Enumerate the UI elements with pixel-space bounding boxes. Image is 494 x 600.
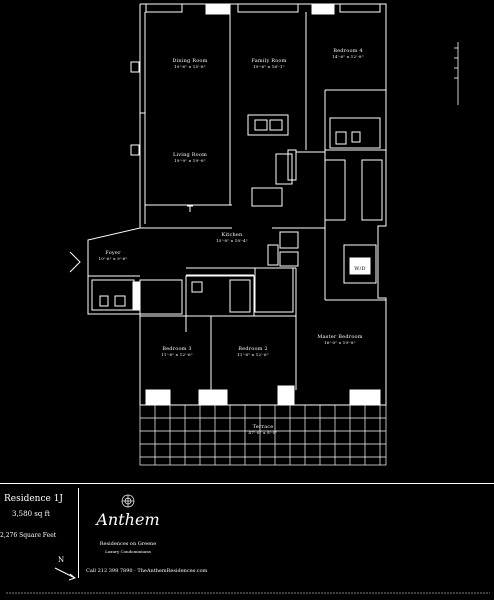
room-dims: 10'-6" x 9'-6" <box>98 256 128 262</box>
room-label-foyer: Foyer 10'-6" x 9'-6" <box>90 250 136 261</box>
window <box>145 3 183 13</box>
room-label-kitchen: Kitchen 15'-8" x 10'-4" <box>200 232 264 243</box>
terrace-size: 2,276 Square Feet <box>0 532 57 539</box>
closet <box>279 251 299 267</box>
tub <box>329 117 381 149</box>
column <box>349 389 381 405</box>
window <box>205 3 231 15</box>
brand-subtitle-2: Luxury Condominiums <box>105 549 151 554</box>
room-dims: 19'-6" x 16'-1" <box>253 64 285 70</box>
room-dims: 16'-0" x 19'-8" <box>324 340 356 346</box>
room-label-master: Master Bedroom 16'-0" x 19'-8" <box>300 334 380 345</box>
bath <box>185 275 255 317</box>
room-name: Terrace <box>252 424 274 430</box>
north-arrow-icon <box>54 567 77 581</box>
room-name: Kitchen <box>221 232 243 238</box>
window <box>339 3 381 13</box>
powder-room <box>91 279 135 311</box>
closet <box>139 279 183 315</box>
room-label-terrace: Terrace 47'-0" x 8'-0" <box>236 424 290 435</box>
wd-unit <box>349 257 371 275</box>
room-label-dining: Dining Room 19'-6" x 15'-8" <box>150 58 230 69</box>
toilet <box>351 131 361 143</box>
range <box>251 187 283 207</box>
north-label: N <box>58 556 65 564</box>
info-divider <box>0 483 494 484</box>
closet <box>279 231 299 249</box>
room-dims: 14'-6" x 12'-8" <box>332 54 364 60</box>
sink <box>114 295 126 307</box>
room-name: Foyer <box>105 250 121 256</box>
room-dims: 19'-6" x 15'-8" <box>174 64 206 70</box>
room-label-bedroom-4: Bedroom 4 14'-6" x 12'-8" <box>312 48 384 59</box>
column <box>277 385 295 405</box>
column <box>130 61 140 73</box>
column <box>145 389 171 405</box>
sink <box>269 119 283 131</box>
room-name: Master Bedroom <box>317 334 363 340</box>
entry-arrow-icon <box>69 251 81 273</box>
closet <box>324 159 346 221</box>
brand-logo: Anthem <box>96 510 160 529</box>
room-dims: 15'-8" x 10'-4" <box>216 238 248 244</box>
scale-bar-icon <box>454 42 459 105</box>
room-label-bedroom-3: Bedroom 3 11'-8" x 12'-6" <box>146 346 208 357</box>
kitchen-counter <box>247 114 289 136</box>
residence-number: Residence 1J <box>4 494 64 504</box>
tub <box>229 279 251 313</box>
brand-subtitle: Residences on Greene <box>99 541 157 547</box>
room-dims: 47'-0" x 8'-0" <box>248 430 278 436</box>
window <box>311 3 335 15</box>
column <box>198 389 228 405</box>
room-label-bedroom-2: Bedroom 2 11'-8" x 12'-6" <box>222 346 284 357</box>
door-mark <box>267 244 279 266</box>
wd-closet <box>343 244 377 284</box>
sink <box>335 131 347 145</box>
closet <box>361 159 383 221</box>
column <box>130 144 140 156</box>
window <box>237 3 299 13</box>
room-dims: 11'-8" x 12'-6" <box>161 352 193 358</box>
room-name: Dining Room <box>172 58 208 64</box>
room-name: Family Room <box>251 58 287 64</box>
closet <box>254 267 294 313</box>
room-name: Bedroom 2 <box>238 346 268 352</box>
room-dims: 19'-9" x 19'-8" <box>174 158 206 164</box>
door-mark <box>132 281 140 311</box>
outer-wall <box>87 4 141 405</box>
outer-wall <box>140 3 387 406</box>
room-name: Living Room <box>172 152 208 158</box>
room-name: Bedroom 4 <box>333 48 363 54</box>
logo-rosette-icon <box>121 494 135 508</box>
room-name: Bedroom 3 <box>162 346 192 352</box>
sink <box>254 119 268 131</box>
residence-size: 3,580 sq ft <box>12 510 50 518</box>
toilet <box>99 295 109 307</box>
room-label-family: Family Room 19'-6" x 16'-1" <box>232 58 306 69</box>
room-dims: 11'-8" x 12'-6" <box>237 352 269 358</box>
room-label-wd: W/D <box>350 266 370 272</box>
room-name: W/D <box>354 266 366 272</box>
toilet <box>191 281 203 293</box>
contact-line: Call 212 398 7890 · TheAnthemResidences.… <box>86 568 208 574</box>
door-mark <box>275 153 293 185</box>
info-divider-vertical <box>78 488 79 578</box>
terrace-grid <box>139 404 387 466</box>
room-label-living: Living Room 19'-9" x 19'-8" <box>150 152 230 163</box>
